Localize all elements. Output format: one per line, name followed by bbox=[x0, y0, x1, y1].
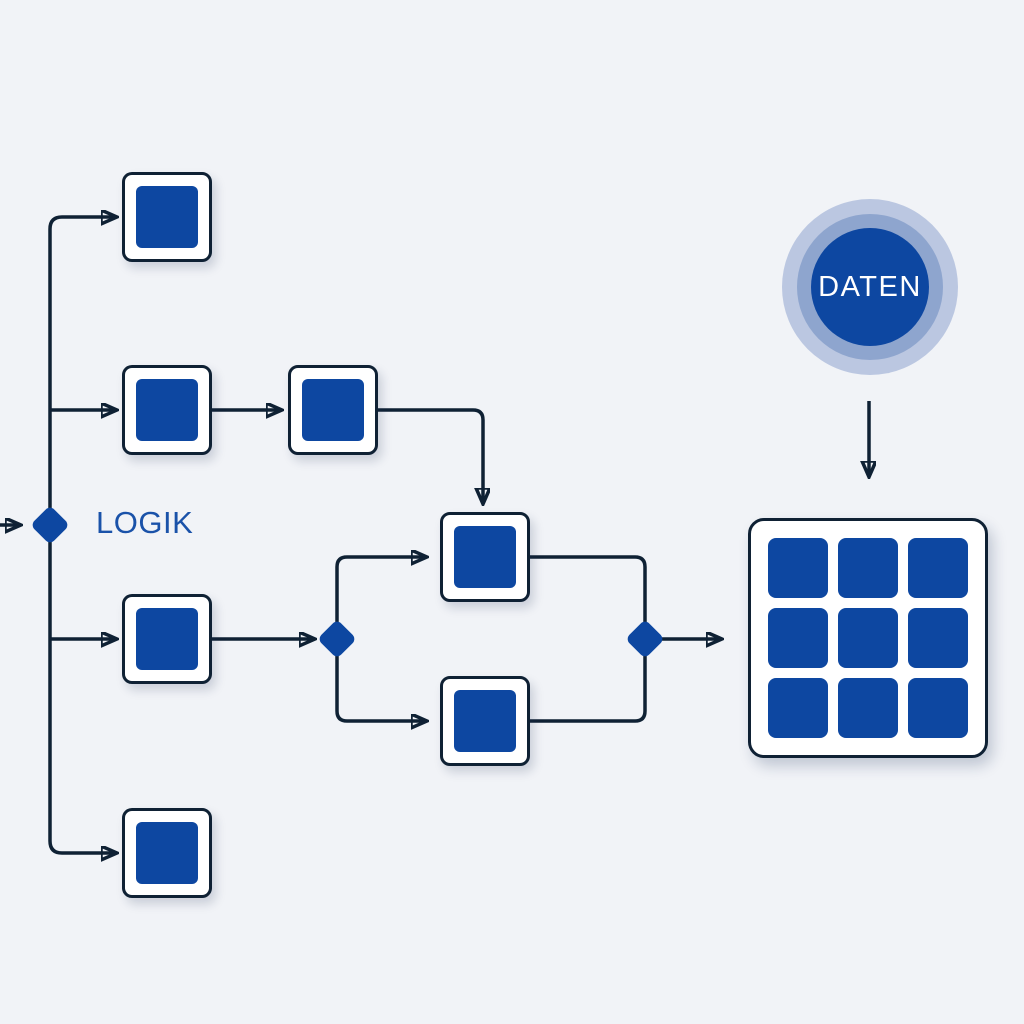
process-node-5-fill bbox=[454, 526, 516, 588]
grid-cell bbox=[908, 537, 969, 598]
daten-circle: DATEN bbox=[811, 228, 929, 346]
connector-gateway2-node6 bbox=[335, 639, 426, 721]
process-node-3 bbox=[122, 594, 212, 684]
process-node-1 bbox=[122, 172, 212, 262]
output-grid-box bbox=[748, 518, 988, 758]
daten-label: DATEN bbox=[818, 270, 922, 303]
process-node-4-fill bbox=[136, 822, 198, 884]
logic-label: LOGIK bbox=[96, 505, 194, 540]
grid-cell bbox=[767, 607, 828, 669]
connector-gateway2-node5 bbox=[335, 557, 426, 639]
process-node-6-fill bbox=[454, 690, 516, 752]
connector-node5-gateway3 bbox=[530, 555, 647, 622]
process-node-2b-fill bbox=[302, 379, 364, 441]
process-node-6 bbox=[440, 676, 530, 766]
grid-cell bbox=[767, 678, 828, 739]
connector-node6-gateway3 bbox=[530, 656, 647, 723]
process-node-1-fill bbox=[136, 186, 198, 248]
process-node-2-fill bbox=[136, 379, 198, 441]
grid-cell bbox=[837, 537, 899, 598]
connector-node2b-node5 bbox=[378, 408, 483, 503]
process-node-4 bbox=[122, 808, 212, 898]
process-node-3-fill bbox=[136, 608, 198, 670]
grid-cell bbox=[837, 607, 899, 669]
grid-cell bbox=[908, 607, 969, 669]
process-node-5 bbox=[440, 512, 530, 602]
grid-cell bbox=[767, 537, 828, 598]
process-node-2b bbox=[288, 365, 378, 455]
process-node-2 bbox=[122, 365, 212, 455]
grid-cell bbox=[837, 678, 899, 739]
grid-cell bbox=[908, 678, 969, 739]
